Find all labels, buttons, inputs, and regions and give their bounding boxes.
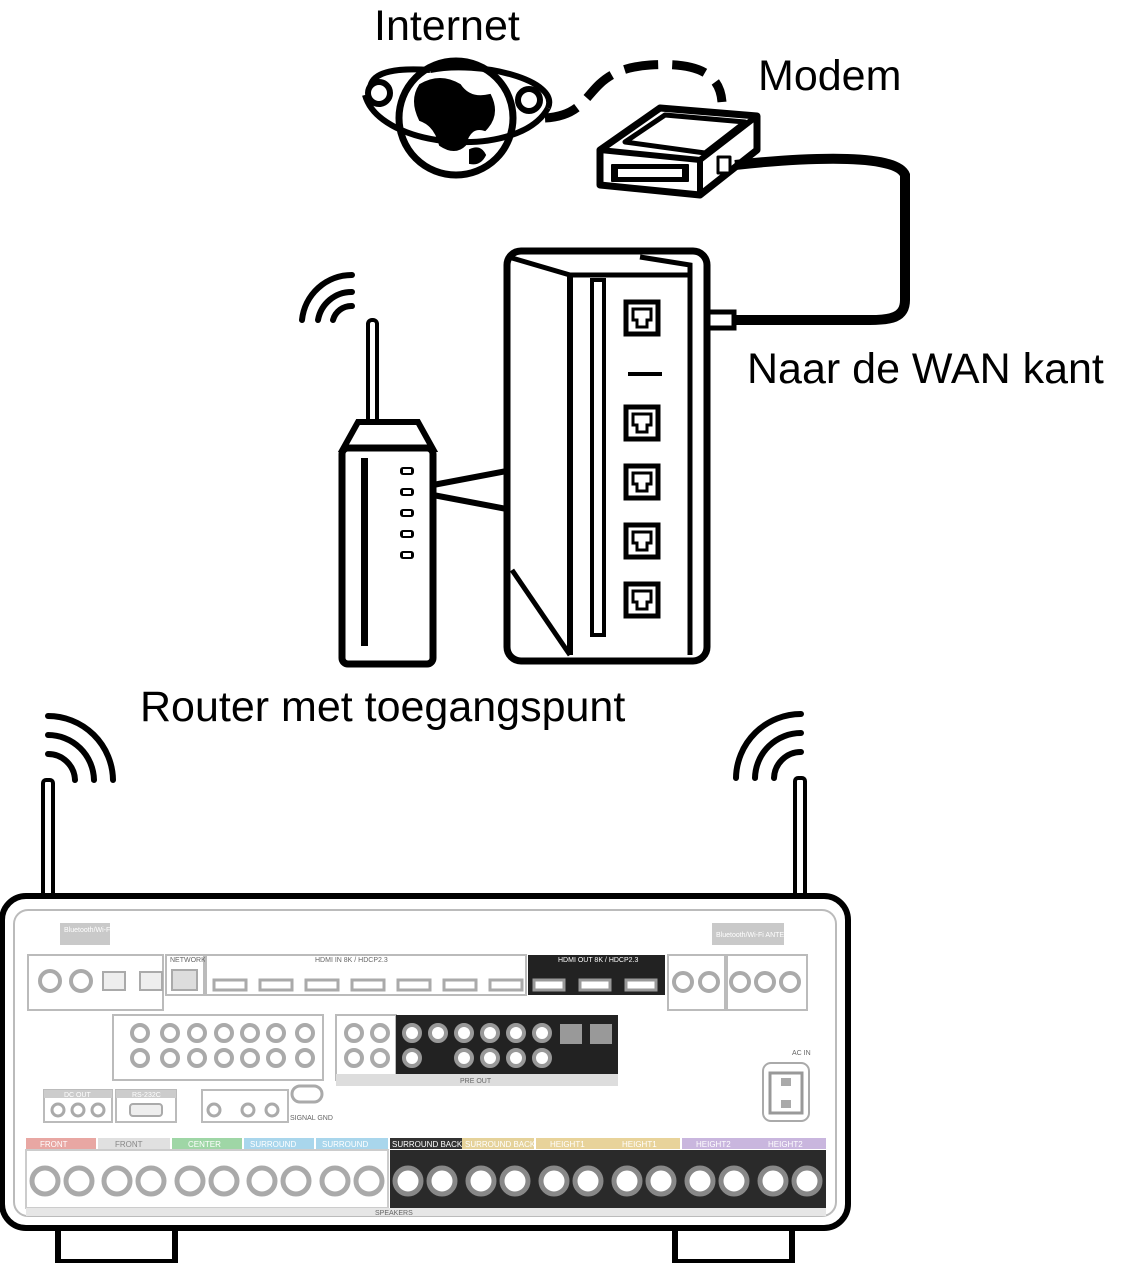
speaker-height1-r-label: HEIGHT1 [550, 1140, 585, 1149]
bt-antenna-left-label: Bluetooth/Wi-Fi ANTENNA [64, 927, 147, 934]
internet-globe-icon [362, 57, 553, 179]
internet-label: Internet [374, 2, 520, 50]
wan-cable [730, 153, 910, 325]
speaker-center-label: CENTER [188, 1140, 221, 1149]
speaker-height1-l-label: HEIGHT1 [622, 1140, 657, 1149]
receiver-wifi-right-icon [733, 711, 804, 781]
speaker-surround-back-l-label: SURROUND BACK [465, 1140, 536, 1149]
pre-out-label: PRE OUT [460, 1078, 492, 1085]
speaker-front-r-label: FRONT [40, 1140, 68, 1149]
speaker-front-l-label: FRONT [115, 1140, 143, 1149]
rs232c-label: RS-232C [132, 1092, 161, 1099]
router-label: Router met toegangspunt [140, 683, 626, 731]
hdmi-in-label: HDMI IN 8K / HDCP2.3 [315, 957, 388, 964]
router-icon [337, 318, 439, 668]
modem-icon [596, 104, 761, 199]
router-wifi-icon [299, 271, 355, 323]
hdmi-out-label: HDMI OUT 8K / HDCP2.3 [558, 957, 638, 964]
modem-label: Modem [758, 52, 902, 100]
router-detail-view [503, 247, 711, 665]
zoom-callout [432, 467, 513, 513]
speaker-surround-back-r-label: SURROUND BACK [392, 1140, 463, 1149]
lan-port-1-icon [623, 404, 661, 442]
signal-gnd-label: SIGNAL GND [290, 1115, 333, 1122]
network-label: NETWORK [170, 957, 206, 964]
speaker-terminals: FRONT FRONT CENTER SURROUND SURROUND SUR… [25, 1138, 826, 1217]
lan-port-3-icon [623, 522, 661, 560]
ac-in-label: AC IN [792, 1050, 811, 1057]
receiver-rear-panel: Bluetooth/Wi-Fi ANTENNA Bluetooth/Wi-Fi … [0, 893, 851, 1263]
wan-side-label: Naar de WAN kant [747, 345, 1104, 393]
speaker-surround-l-label: SURROUND [322, 1140, 368, 1149]
speakers-label: SPEAKERS [375, 1210, 413, 1217]
lan-port-2-icon [623, 463, 661, 501]
internet-modem-link [544, 60, 727, 123]
router-ports [623, 299, 661, 619]
lan-port-4-icon [623, 581, 661, 619]
speaker-height2-l-label: HEIGHT2 [768, 1140, 803, 1149]
wan-port-icon [623, 299, 661, 337]
receiver-wifi-left-icon [45, 713, 116, 783]
speaker-height2-r-label: HEIGHT2 [696, 1140, 731, 1149]
bt-antenna-right-label: Bluetooth/Wi-Fi ANTENNA [716, 932, 799, 939]
speaker-surround-r-label: SURROUND [250, 1140, 296, 1149]
dc-out-label: DC OUT [64, 1092, 92, 1099]
